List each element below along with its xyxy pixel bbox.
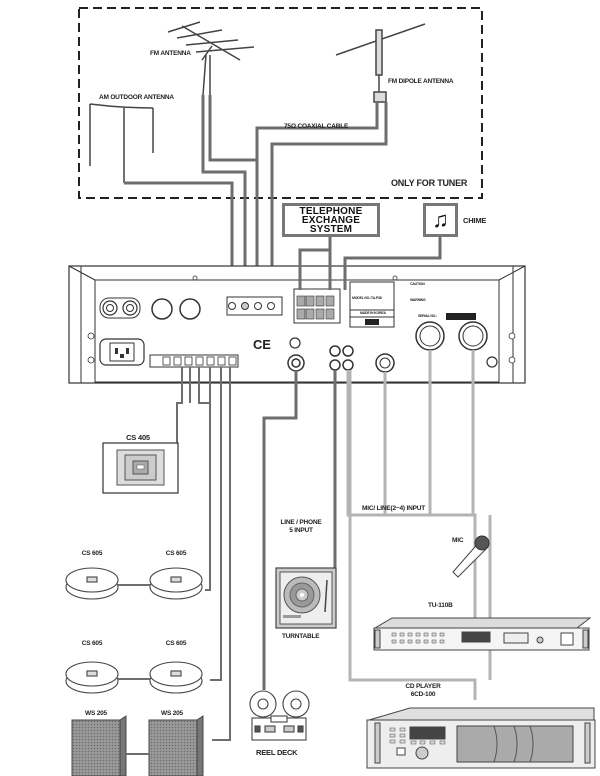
turntable-label: TURNTABLE — [282, 633, 320, 640]
cs405-label: CS 405 — [126, 433, 150, 442]
tuner-device-icon — [373, 617, 592, 651]
amplifier-rear-panel — [68, 265, 526, 384]
am-antenna-label: AM OUTDOOR ANTENNA — [99, 94, 174, 101]
caution-label: CAUTION — [410, 282, 425, 286]
telephone-chime-cables — [298, 237, 442, 290]
cs405-speaker-icon — [102, 442, 179, 494]
turntable-icon — [275, 567, 337, 629]
music-note-icon: ♫ — [432, 207, 449, 232]
telephone-exchange-box: TELEPHONE EXCHANGE SYSTEM — [282, 203, 380, 237]
cs605-label-2: CS 605 — [165, 550, 187, 557]
cs605-speakers — [65, 567, 203, 694]
coax-cable-label: 75Ω COAXIAL CABLE — [284, 123, 349, 130]
cd-player-line-1: CD PLAYER — [405, 683, 441, 690]
line-phone-input-label: LINE / PHONE 5 INPUT — [268, 519, 334, 535]
fm-antenna-icon — [167, 21, 255, 96]
cs605-label-1: CS 605 — [81, 550, 103, 557]
tuner-zone-caption: ONLY FOR TUNER — [391, 178, 468, 188]
mic-label: MIC — [452, 537, 464, 544]
antenna-cables — [124, 95, 388, 290]
reel-deck-label: REEL DECK — [256, 748, 298, 757]
chime-label: CHIME — [463, 216, 487, 225]
made-in-label: MADE IN KOREA — [360, 311, 386, 315]
telephone-line-2: EXCHANGE — [301, 214, 361, 226]
tuner-zone-border — [78, 7, 483, 199]
speaker-cables — [176, 367, 231, 741]
serial-label: SERIAL NO.: — [418, 314, 437, 318]
ce-mark: CE — [253, 337, 271, 352]
cd-player-label: CD PLAYER 6CD-100 — [393, 683, 453, 699]
ws205-label-2: WS 205 — [161, 710, 183, 717]
tuner-label: TU-110B — [428, 602, 453, 609]
ws205-label-1: WS 205 — [85, 710, 107, 717]
mic-line-cables — [346, 350, 492, 700]
telephone-line-3: SYSTEM — [309, 223, 353, 235]
cd-player-line-2: 6CD-100 — [410, 691, 436, 698]
dipole-antenna-label: FM DIPOLE ANTENNA — [388, 78, 454, 85]
chime-box: ♫ — [423, 203, 458, 237]
line-phone-line-2: 5 INPUT — [289, 527, 313, 534]
telephone-line-1: TELEPHONE — [299, 205, 363, 217]
fm-antenna-label: FM ANTENNA — [150, 50, 191, 57]
model-label: MODEL NO.:TA-P38 — [352, 296, 382, 300]
am-antenna-icon — [89, 103, 154, 183]
mic-line-input-label: MIC/ LINE(2~4) INPUT — [362, 505, 425, 512]
warning-label: WARNING — [410, 298, 426, 302]
pre-amp-cable — [262, 371, 298, 690]
cs605-label-4: CS 605 — [165, 640, 187, 647]
line-phone-line-1: LINE / PHONE — [280, 519, 322, 526]
dipole-antenna-icon — [335, 23, 426, 103]
ws205-speakers — [71, 715, 204, 776]
microphone-icon — [452, 535, 490, 578]
cd-player-device-icon — [366, 707, 596, 769]
reel-deck-icon — [249, 690, 310, 741]
cs605-label-3: CS 605 — [81, 640, 103, 647]
